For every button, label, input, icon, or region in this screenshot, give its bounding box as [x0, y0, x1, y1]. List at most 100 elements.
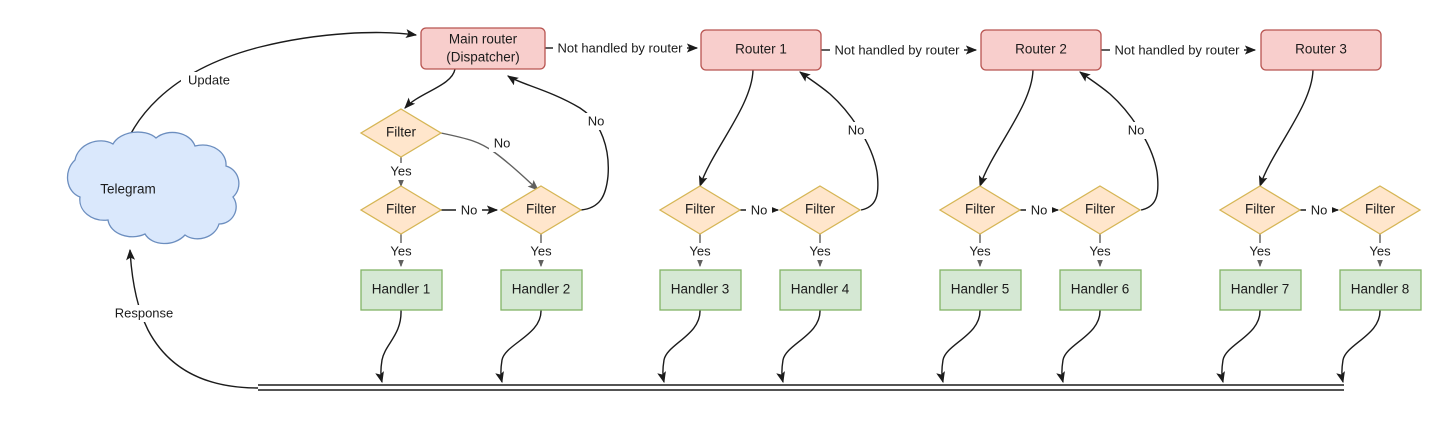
- edge-label-yes-8: Yes: [1369, 243, 1391, 258]
- node-filter-8[interactable]: Filter: [1338, 185, 1422, 235]
- filter-top-label: Filter: [386, 125, 417, 140]
- edge-label-yes-1: Yes: [390, 243, 412, 258]
- node-handler-6[interactable]: Handler 6: [1059, 269, 1142, 311]
- label-bg-update: [181, 72, 237, 89]
- node-handler-7[interactable]: Handler 7: [1219, 269, 1302, 311]
- label-bg-no-2: [583, 113, 609, 130]
- edge-label-no-3: No: [461, 202, 478, 217]
- edge-label-not-handled-2: Not handled by router: [834, 42, 960, 57]
- label-bg-no-6: [1123, 122, 1149, 139]
- edge-label-response: Response: [115, 305, 174, 320]
- handler-7-label: Handler 7: [1231, 282, 1290, 297]
- label-bg-response: [108, 305, 180, 322]
- node-handler-4[interactable]: Handler 4: [779, 269, 862, 311]
- filter-4-label: Filter: [805, 202, 836, 217]
- label-bg-no-7: [1026, 202, 1052, 219]
- label-bg-no-3: [456, 202, 482, 219]
- edge-h3-to-collector: [657, 309, 701, 384]
- edge-r3-to-f7: [1258, 69, 1314, 188]
- edge-update: [117, 29, 418, 173]
- edge-h2-to-collector: [495, 309, 542, 384]
- label-bg-yes-3: [684, 243, 716, 260]
- edge-f4-no-to-r1: [799, 71, 879, 211]
- label-bg-yes-6: [1084, 243, 1116, 260]
- handler-3-label: Handler 3: [671, 282, 730, 297]
- edge-label-yes-3: Yes: [689, 243, 711, 258]
- edge-h1-to-collector: [375, 309, 402, 384]
- node-telegram-cloud[interactable]: Telegram: [66, 131, 240, 245]
- label-bg-yes-5: [964, 243, 996, 260]
- edge-h4-to-collector: [776, 309, 821, 384]
- node-filter-top[interactable]: Filter: [359, 108, 443, 158]
- filter-7-label: Filter: [1245, 202, 1276, 217]
- node-filter-3[interactable]: Filter: [658, 185, 742, 235]
- filter-5-label: Filter: [965, 202, 996, 217]
- router-main-label-line2: (Dispatcher): [446, 50, 520, 65]
- edge-label-no-1: No: [494, 135, 511, 150]
- label-bg-no-5: [746, 202, 772, 219]
- edge-r1-to-f3: [698, 69, 754, 188]
- edge-h6-to-collector: [1056, 309, 1101, 384]
- node-handler-3[interactable]: Handler 3: [659, 269, 742, 311]
- edge-label-yes-4: Yes: [809, 243, 831, 258]
- handler-5-label: Handler 5: [951, 282, 1010, 297]
- edge-f2-no-to-main: [507, 75, 609, 211]
- node-router-3[interactable]: Router 3: [1260, 29, 1382, 71]
- node-filter-6[interactable]: Filter: [1058, 185, 1142, 235]
- label-bg-nh-2: [830, 42, 964, 59]
- node-router-1[interactable]: Router 1: [700, 29, 822, 71]
- edge-response: [126, 248, 259, 389]
- filter-3-label: Filter: [685, 202, 716, 217]
- node-filter-1[interactable]: Filter: [359, 185, 443, 235]
- edge-h7-to-collector: [1216, 309, 1261, 384]
- handler-2-label: Handler 2: [512, 282, 571, 297]
- label-bg-yes-1: [385, 243, 417, 260]
- node-handler-8[interactable]: Handler 8: [1339, 269, 1422, 311]
- router-1-label: Router 1: [735, 42, 787, 57]
- node-handler-1[interactable]: Handler 1: [360, 269, 443, 311]
- handler-8-label: Handler 8: [1351, 282, 1410, 297]
- router-3-label: Router 3: [1295, 42, 1347, 57]
- edge-label-yes-6: Yes: [1089, 243, 1111, 258]
- router-2-label: Router 2: [1015, 42, 1067, 57]
- label-bg-yes-0: [385, 163, 417, 180]
- filter-2-label: Filter: [526, 202, 557, 217]
- edge-h8-to-collector: [1336, 309, 1381, 384]
- label-bg-no-4: [843, 122, 869, 139]
- node-filter-4[interactable]: Filter: [778, 185, 862, 235]
- filter-6-label: Filter: [1085, 202, 1116, 217]
- router-main-label-line1: Main router: [449, 32, 518, 47]
- handler-4-label: Handler 4: [791, 282, 850, 297]
- edge-label-yes-7: Yes: [1249, 243, 1271, 258]
- edge-label-not-handled-3: Not handled by router: [1114, 42, 1240, 57]
- edge-label-not-handled-1: Not handled by router: [557, 40, 683, 55]
- edge-label-no-4: No: [848, 122, 865, 137]
- edge-label-yes-5: Yes: [969, 243, 991, 258]
- telegram-label: Telegram: [100, 182, 156, 197]
- label-bg-nh-3: [1110, 42, 1244, 59]
- filter-1-label: Filter: [386, 202, 417, 217]
- label-bg-no-1: [489, 135, 515, 152]
- node-handler-2[interactable]: Handler 2: [500, 269, 583, 311]
- node-router-2[interactable]: Router 2: [980, 29, 1102, 71]
- edge-f6-no-to-r2: [1079, 71, 1159, 211]
- edge-label-yes-2: Yes: [530, 243, 552, 258]
- edge-label-yes-0: Yes: [390, 163, 412, 178]
- label-bg-nh-1: [553, 40, 687, 57]
- node-filter-2[interactable]: Filter: [499, 185, 583, 235]
- edge-label-no-2: No: [588, 113, 605, 128]
- node-filter-7[interactable]: Filter: [1218, 185, 1302, 235]
- node-filter-5[interactable]: Filter: [938, 185, 1022, 235]
- handler-1-label: Handler 1: [372, 282, 431, 297]
- label-bg-yes-4: [804, 243, 836, 260]
- edge-label-update: Update: [188, 72, 230, 87]
- filter-8-label: Filter: [1365, 202, 1396, 217]
- node-handler-5[interactable]: Handler 5: [939, 269, 1022, 311]
- edge-label-no-7: No: [1031, 202, 1048, 217]
- edge-h5-to-collector: [936, 309, 981, 384]
- label-bg-yes-7: [1244, 243, 1276, 260]
- node-router-main[interactable]: Main router (Dispatcher): [420, 27, 546, 70]
- edge-r2-to-f5: [978, 69, 1034, 188]
